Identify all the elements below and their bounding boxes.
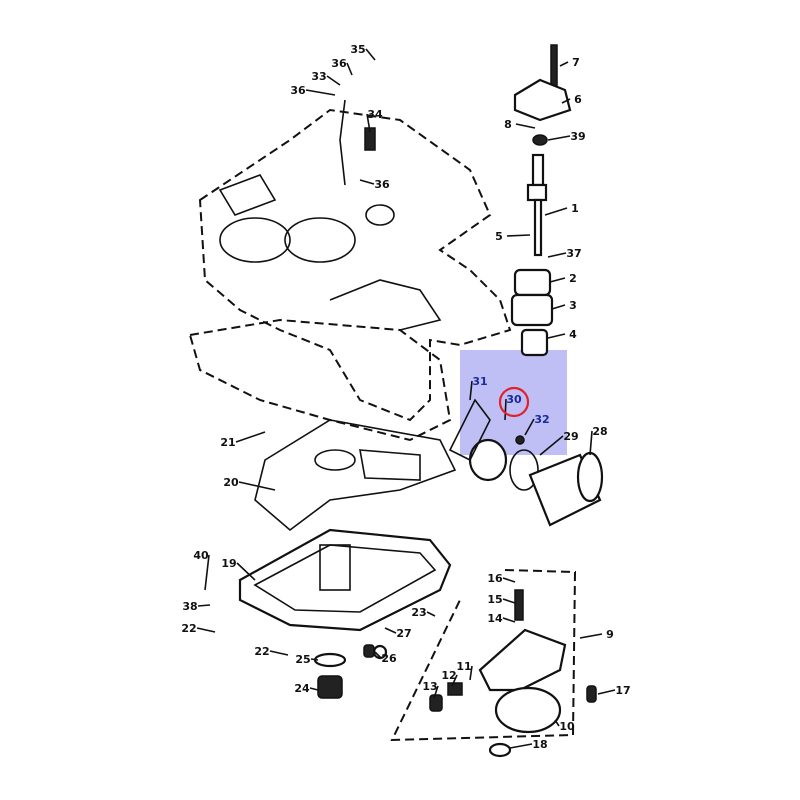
- leader-line: [236, 562, 256, 581]
- leader-line: [426, 611, 436, 617]
- part-callout-19: 19: [221, 557, 236, 570]
- leader-line: [579, 633, 603, 639]
- strainer-assembly: [390, 569, 597, 758]
- leader-line: [365, 48, 376, 61]
- lower-crankcase: [188, 318, 457, 532]
- part-callout-21: 21: [220, 436, 235, 449]
- part-callout-22: 22: [254, 645, 269, 658]
- part-callout-13: 13: [422, 680, 437, 693]
- part-callout-9: 9: [606, 628, 614, 641]
- part-callout-28: 28: [592, 425, 607, 438]
- part-callout-25: 25: [295, 653, 310, 666]
- leader-line: [451, 674, 458, 687]
- leader-line: [502, 598, 516, 604]
- leader-line: [502, 577, 516, 583]
- part-callout-3: 3: [569, 299, 577, 312]
- part-callout-37: 37: [566, 247, 581, 260]
- part-callout-36: 36: [290, 84, 306, 97]
- leader-line: [547, 135, 571, 141]
- leader-line: [359, 179, 375, 185]
- part-callout-29: 29: [563, 430, 578, 443]
- part-callout-30: 30: [506, 393, 522, 406]
- part-callout-2: 2: [569, 272, 577, 285]
- leader-line: [238, 481, 276, 491]
- leader-line: [384, 627, 397, 634]
- part-callout-11: 11: [456, 660, 471, 673]
- leader-line: [309, 687, 319, 691]
- part-callout-34: 34: [367, 108, 383, 121]
- leader-line: [346, 62, 353, 76]
- part-callout-14: 14: [487, 612, 503, 625]
- leader-line: [544, 207, 568, 216]
- part-callout-1: 1: [571, 202, 579, 215]
- part-callout-12: 12: [441, 669, 456, 682]
- leader-line: [326, 75, 341, 86]
- leader-line: [235, 431, 266, 443]
- leader-line: [597, 689, 616, 695]
- part-callout-39: 39: [570, 130, 585, 143]
- part-callout-36: 36: [374, 178, 390, 191]
- highlight-marker-circle: [498, 386, 530, 418]
- leader-line: [305, 89, 336, 96]
- leader-line: [204, 554, 210, 591]
- leader-line: [549, 277, 566, 283]
- part-callout-18: 18: [532, 738, 547, 751]
- leader-line: [589, 430, 593, 456]
- part-callout-6: 6: [574, 93, 582, 106]
- oil-filter: [448, 398, 604, 527]
- leader-line: [469, 380, 473, 401]
- leader-line: [547, 333, 566, 339]
- part-callout-7: 7: [572, 56, 580, 69]
- part-callout-20: 20: [223, 476, 239, 489]
- leader-line: [509, 743, 533, 749]
- leader-line: [504, 398, 507, 421]
- leader-line: [554, 719, 560, 727]
- part-callout-27: 27: [396, 627, 411, 640]
- part-callout-35: 35: [350, 43, 365, 56]
- part-callout-36: 36: [331, 57, 347, 70]
- part-callout-26: 26: [381, 652, 397, 665]
- part-callout-40: 40: [193, 549, 209, 562]
- leader-line: [547, 252, 567, 258]
- part-callout-15: 15: [487, 593, 502, 606]
- leader-line: [559, 61, 569, 67]
- leader-line: [366, 113, 371, 133]
- part-callout-33: 33: [311, 70, 326, 83]
- part-callout-32: 32: [534, 413, 549, 426]
- crankcase: [198, 108, 512, 422]
- part-callout-17: 17: [615, 684, 630, 697]
- leader-line: [561, 98, 571, 104]
- leader-line: [269, 650, 289, 656]
- part-callout-4: 4: [569, 328, 577, 341]
- leader-line: [515, 123, 536, 129]
- part-callout-5: 5: [495, 230, 503, 243]
- leader-line: [539, 435, 564, 456]
- part-callout-38: 38: [182, 600, 197, 613]
- part-callout-24: 24: [294, 682, 310, 695]
- part-callout-22: 22: [181, 622, 196, 635]
- part-callout-8: 8: [504, 118, 512, 131]
- part-callout-10: 10: [559, 720, 575, 733]
- part-callout-31: 31: [472, 375, 487, 388]
- part-callout-16: 16: [487, 572, 503, 585]
- leader-line: [374, 651, 382, 659]
- leader-line: [551, 304, 566, 310]
- leader-line: [524, 418, 535, 436]
- leader-line: [433, 685, 439, 699]
- leader-line: [502, 617, 516, 623]
- leader-line: [196, 627, 216, 633]
- part-callout-23: 23: [411, 606, 426, 619]
- leader-line: [506, 234, 531, 237]
- oil-pump-drive: [339, 44, 572, 357]
- oil-pan: [238, 528, 452, 699]
- leader-line: [197, 604, 211, 607]
- leader-line: [310, 658, 319, 661]
- leader-line: [469, 665, 473, 681]
